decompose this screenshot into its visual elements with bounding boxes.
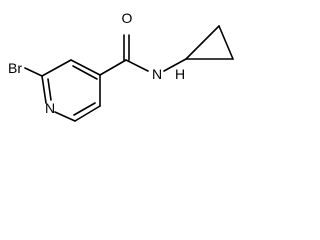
bond-carbonyl-n — [125, 59, 149, 72]
structure-diagram: Br N O N H — [0, 0, 268, 134]
bond-c2-br — [24, 67, 43, 77]
atom-amide-nitrogen: N — [152, 66, 162, 82]
atom-carbonyl-oxygen: O — [122, 10, 133, 26]
bond-cp-3-1 — [185, 25, 220, 60]
bond-c3-c4-inner — [72, 65, 98, 80]
bond-c2-c3 — [41, 59, 72, 77]
bond-c6-n1 — [54, 111, 76, 122]
atom-pyridine-nitrogen: N — [45, 100, 55, 116]
molecule-drawing: Br N O N H — [8, 10, 234, 122]
bond-c5-c6-inner — [73, 102, 96, 116]
bond-c5-c6 — [74, 105, 101, 122]
bond-cp-2-3 — [218, 25, 234, 60]
bond-n-cyclopropyl — [163, 58, 187, 72]
bond-n1-c2 — [41, 75, 47, 104]
bond-n1-c2-inner — [47, 78, 52, 101]
bond-c4-carbonyl — [99, 59, 127, 76]
atom-bromine: Br — [8, 60, 22, 76]
atom-amide-hydrogen: H — [175, 66, 185, 82]
bond-c3-c4 — [70, 59, 101, 76]
